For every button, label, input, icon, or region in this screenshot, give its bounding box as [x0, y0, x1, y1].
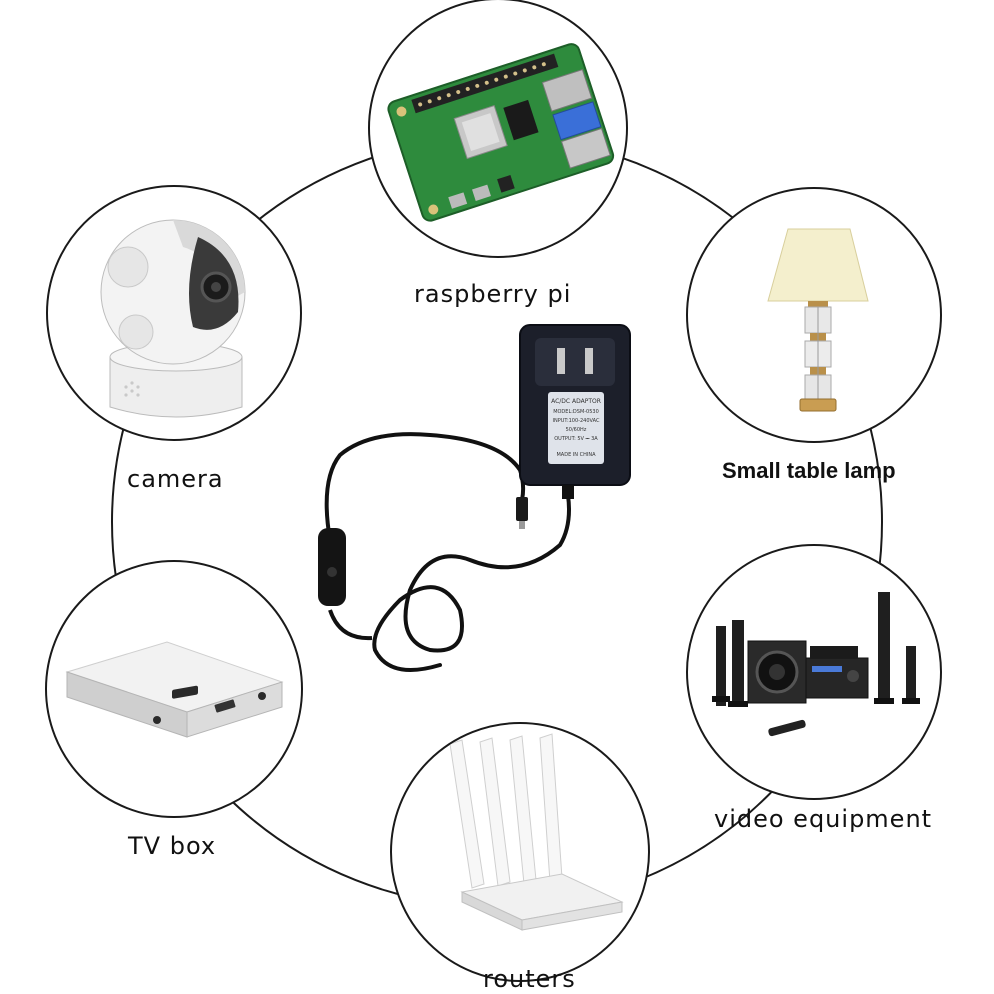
video-equipment-circle [686, 544, 942, 800]
raspberry-pi-label: raspberry pi [414, 280, 572, 308]
lamp-label: Small table lamp [722, 458, 896, 483]
security-camera-image [100, 219, 246, 418]
adapter-text-5: OUTPUT: 5V ⎓ 3A [554, 436, 598, 442]
router-image [449, 733, 624, 931]
adapter-text-4: 50/60Hz [566, 427, 587, 433]
camera-label: camera [127, 465, 224, 493]
routers-circle [390, 722, 650, 982]
video-equipment-label: video equipment [714, 805, 933, 833]
home-theater-image [712, 592, 920, 737]
adapter-text-3: INPUT:100-240VAC [553, 418, 600, 424]
tv-box-circle [45, 560, 303, 818]
table-lamp-image [767, 228, 869, 412]
adapter-text-6: MADE IN CHINA [556, 452, 596, 458]
tv-box-image [65, 641, 284, 738]
adapter-text-2: MODEL:DSM-0530 [553, 409, 599, 415]
lamp-circle [686, 187, 942, 443]
raspberry-pi-image [387, 43, 615, 222]
tv-box-label: TV box [128, 832, 217, 860]
routers-label: routers [483, 965, 576, 993]
camera-circle [46, 185, 302, 441]
raspberry-pi-circle [368, 0, 628, 258]
adapter-text-1: AC/DC ADAPTOR [551, 398, 601, 405]
